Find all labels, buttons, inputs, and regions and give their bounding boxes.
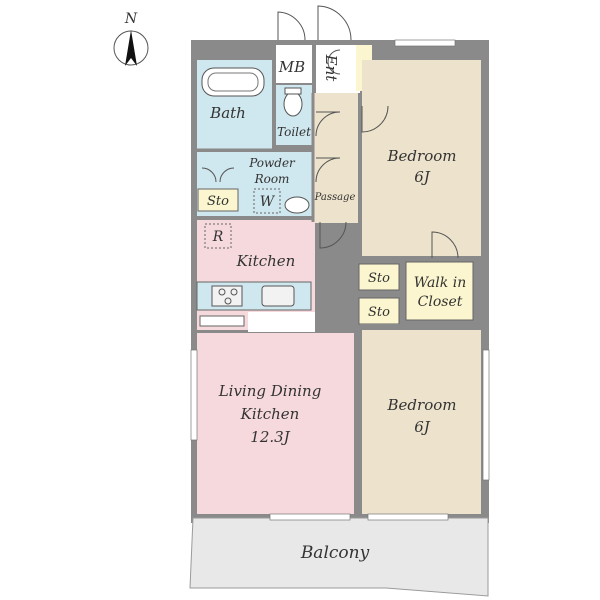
wic-label-1: Walk in <box>414 275 466 291</box>
mb-closet <box>276 45 312 83</box>
door-kitchen-icon <box>319 221 347 249</box>
passage-label: Passage <box>314 192 356 203</box>
sink-icon <box>261 285 295 307</box>
kitchen-label: Kitchen <box>236 252 296 270</box>
powder-label-2: Room <box>254 172 290 186</box>
stove-icon <box>211 285 243 307</box>
doors <box>201 5 459 259</box>
ldk-area <box>197 333 355 514</box>
compass: N <box>113 11 149 66</box>
storage-mid-top <box>358 263 400 291</box>
toilet-label: Toilet <box>277 125 311 139</box>
bedroom1-area <box>362 60 481 257</box>
door-powder-sto2-icon <box>219 167 235 183</box>
entrance <box>316 45 360 93</box>
ldk-label-2: Kitchen <box>240 405 300 423</box>
washer-label: W <box>260 194 276 210</box>
mb-label: MB <box>278 58 305 76</box>
window-bedroom1 <box>394 39 456 47</box>
window-bedroom2-side <box>482 349 490 481</box>
kitchen-area <box>197 220 315 330</box>
refrigerator-label: R <box>212 229 224 245</box>
door-shoe-icon <box>327 49 341 75</box>
bedroom1-label-1: Bedroom <box>387 147 457 165</box>
door-wic-icon <box>431 231 459 259</box>
burner-icon <box>218 288 226 296</box>
bedroom2-label-2: 6J <box>414 418 431 436</box>
washer-icon <box>253 188 281 214</box>
compass-label: N <box>124 11 138 27</box>
wic-label-2: Closet <box>418 294 463 310</box>
refrigerator-icon <box>204 223 232 249</box>
burner-icon <box>224 297 232 305</box>
bathtub-icon <box>201 67 265 97</box>
balcony-label: Balcony <box>300 543 370 563</box>
door-entrance-icon <box>317 5 352 41</box>
door-bedroom1-icon <box>361 105 389 133</box>
door-powder-icon <box>315 157 341 183</box>
window-ldk-balcony <box>269 513 351 521</box>
powder-storage <box>197 188 239 212</box>
kitchen-counter-gap <box>248 312 315 332</box>
toilet-tank-icon <box>284 87 302 95</box>
sto-mid1-label: Sto <box>368 271 390 286</box>
bedroom2-label-1: Bedroom <box>387 396 457 414</box>
kitchen-shelf <box>199 315 245 327</box>
ldk-label-3: 12.3J <box>250 428 290 446</box>
sto-mid2-label: Sto <box>368 305 390 320</box>
bath-label: Bath <box>209 104 246 122</box>
bedroom2-area <box>362 330 481 514</box>
powder-label-1: Powder <box>248 156 296 170</box>
washbasin-icon <box>284 196 310 214</box>
ent-label: Ent <box>322 54 340 83</box>
door-mb-icon <box>277 11 306 41</box>
bathtub-inner-icon <box>207 72 259 92</box>
burner-icon <box>230 288 238 296</box>
door-toilet-icon <box>315 111 341 137</box>
window-ldk-side <box>190 349 198 441</box>
door-powder-sto-icon <box>201 167 217 183</box>
ldk-label-1: Living Dining <box>218 382 322 400</box>
compass-arrow-icon <box>125 30 137 66</box>
bedroom1-label-2: 6J <box>414 168 431 186</box>
toilet-icon <box>283 91 303 117</box>
sto-powder-label: Sto <box>207 194 229 209</box>
window-bedroom2-balcony <box>367 513 449 521</box>
walk-in-closet <box>405 261 474 321</box>
